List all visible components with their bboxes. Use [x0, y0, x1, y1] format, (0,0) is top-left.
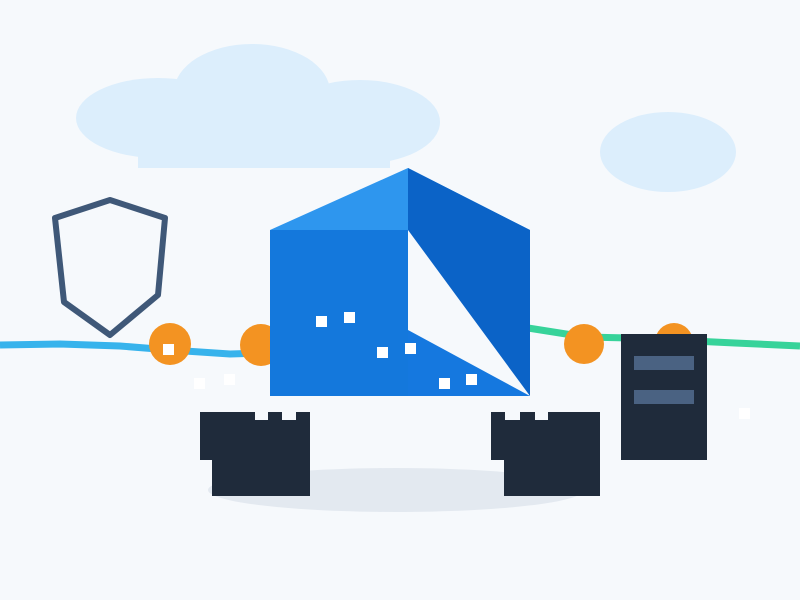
document-line-2 [634, 390, 694, 404]
cloud-small [600, 112, 736, 192]
cube-side-face [408, 168, 530, 396]
particle [377, 347, 388, 358]
particle [405, 343, 416, 354]
cube-front-face [270, 230, 408, 396]
cloud-large-right-puff [280, 80, 440, 164]
particle [439, 378, 450, 389]
particle [224, 374, 235, 385]
shield-icon [52, 197, 168, 338]
particle [194, 378, 205, 389]
document-icon [621, 334, 707, 460]
particle [316, 316, 327, 327]
particle [466, 374, 477, 385]
particle [344, 312, 355, 323]
particle [739, 408, 750, 419]
block-right-body [491, 412, 600, 496]
document-line-1 [634, 356, 694, 370]
particle [163, 344, 174, 355]
cube-icon [270, 168, 530, 396]
node-right-1 [564, 324, 604, 364]
block-left [200, 412, 310, 496]
block-right [491, 412, 600, 496]
data-particles [163, 312, 750, 419]
cloud-large [76, 44, 440, 168]
block-left-body [200, 412, 310, 496]
cube-side-lower-face [408, 330, 530, 396]
